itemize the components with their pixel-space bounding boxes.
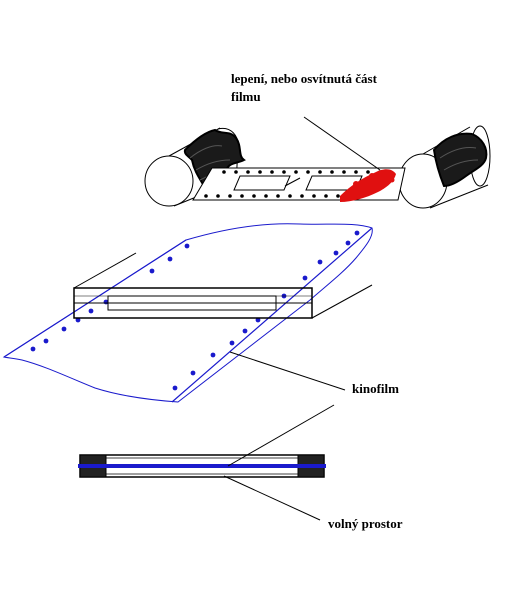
top-film-strip	[192, 167, 406, 202]
film-perforations-right	[172, 230, 360, 391]
splice-mark	[340, 169, 396, 202]
film-outline	[2, 223, 373, 403]
bottom-cross-section	[78, 404, 335, 521]
middle-gate-assembly	[2, 223, 373, 403]
top-film-transport	[144, 116, 491, 209]
volny-leader	[223, 475, 321, 521]
kinofilm-leader-bottom	[227, 404, 335, 467]
right-spool	[398, 125, 491, 209]
label-splice-line2: filmu	[231, 89, 261, 104]
label-volny-prostor: volný prostor	[328, 516, 403, 531]
film-perforations-left	[30, 243, 190, 352]
top-label-leader	[303, 116, 381, 171]
label-splice-line1: lepení, nebo osvítnutá část	[231, 71, 377, 86]
label-kinofilm: kinofilm	[352, 381, 399, 396]
kinofilm-leader	[229, 351, 346, 391]
film-gate	[73, 252, 373, 319]
